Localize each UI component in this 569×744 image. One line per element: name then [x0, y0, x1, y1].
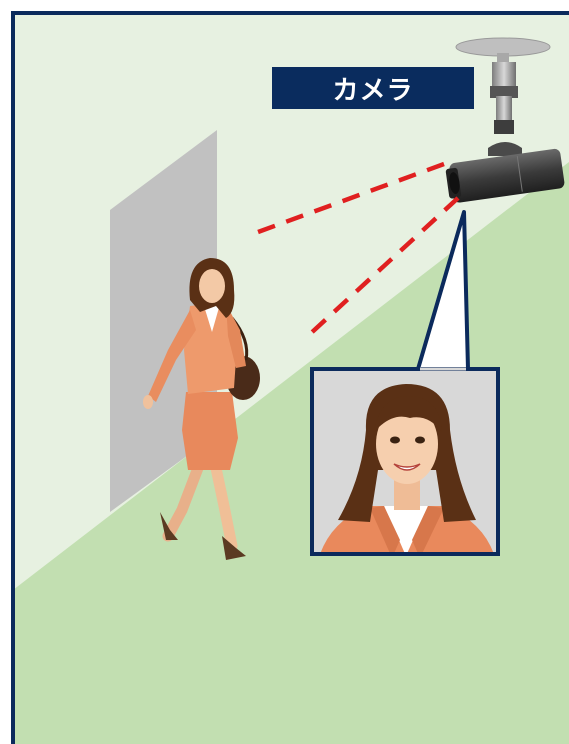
camera-label: カメラ [272, 67, 474, 109]
